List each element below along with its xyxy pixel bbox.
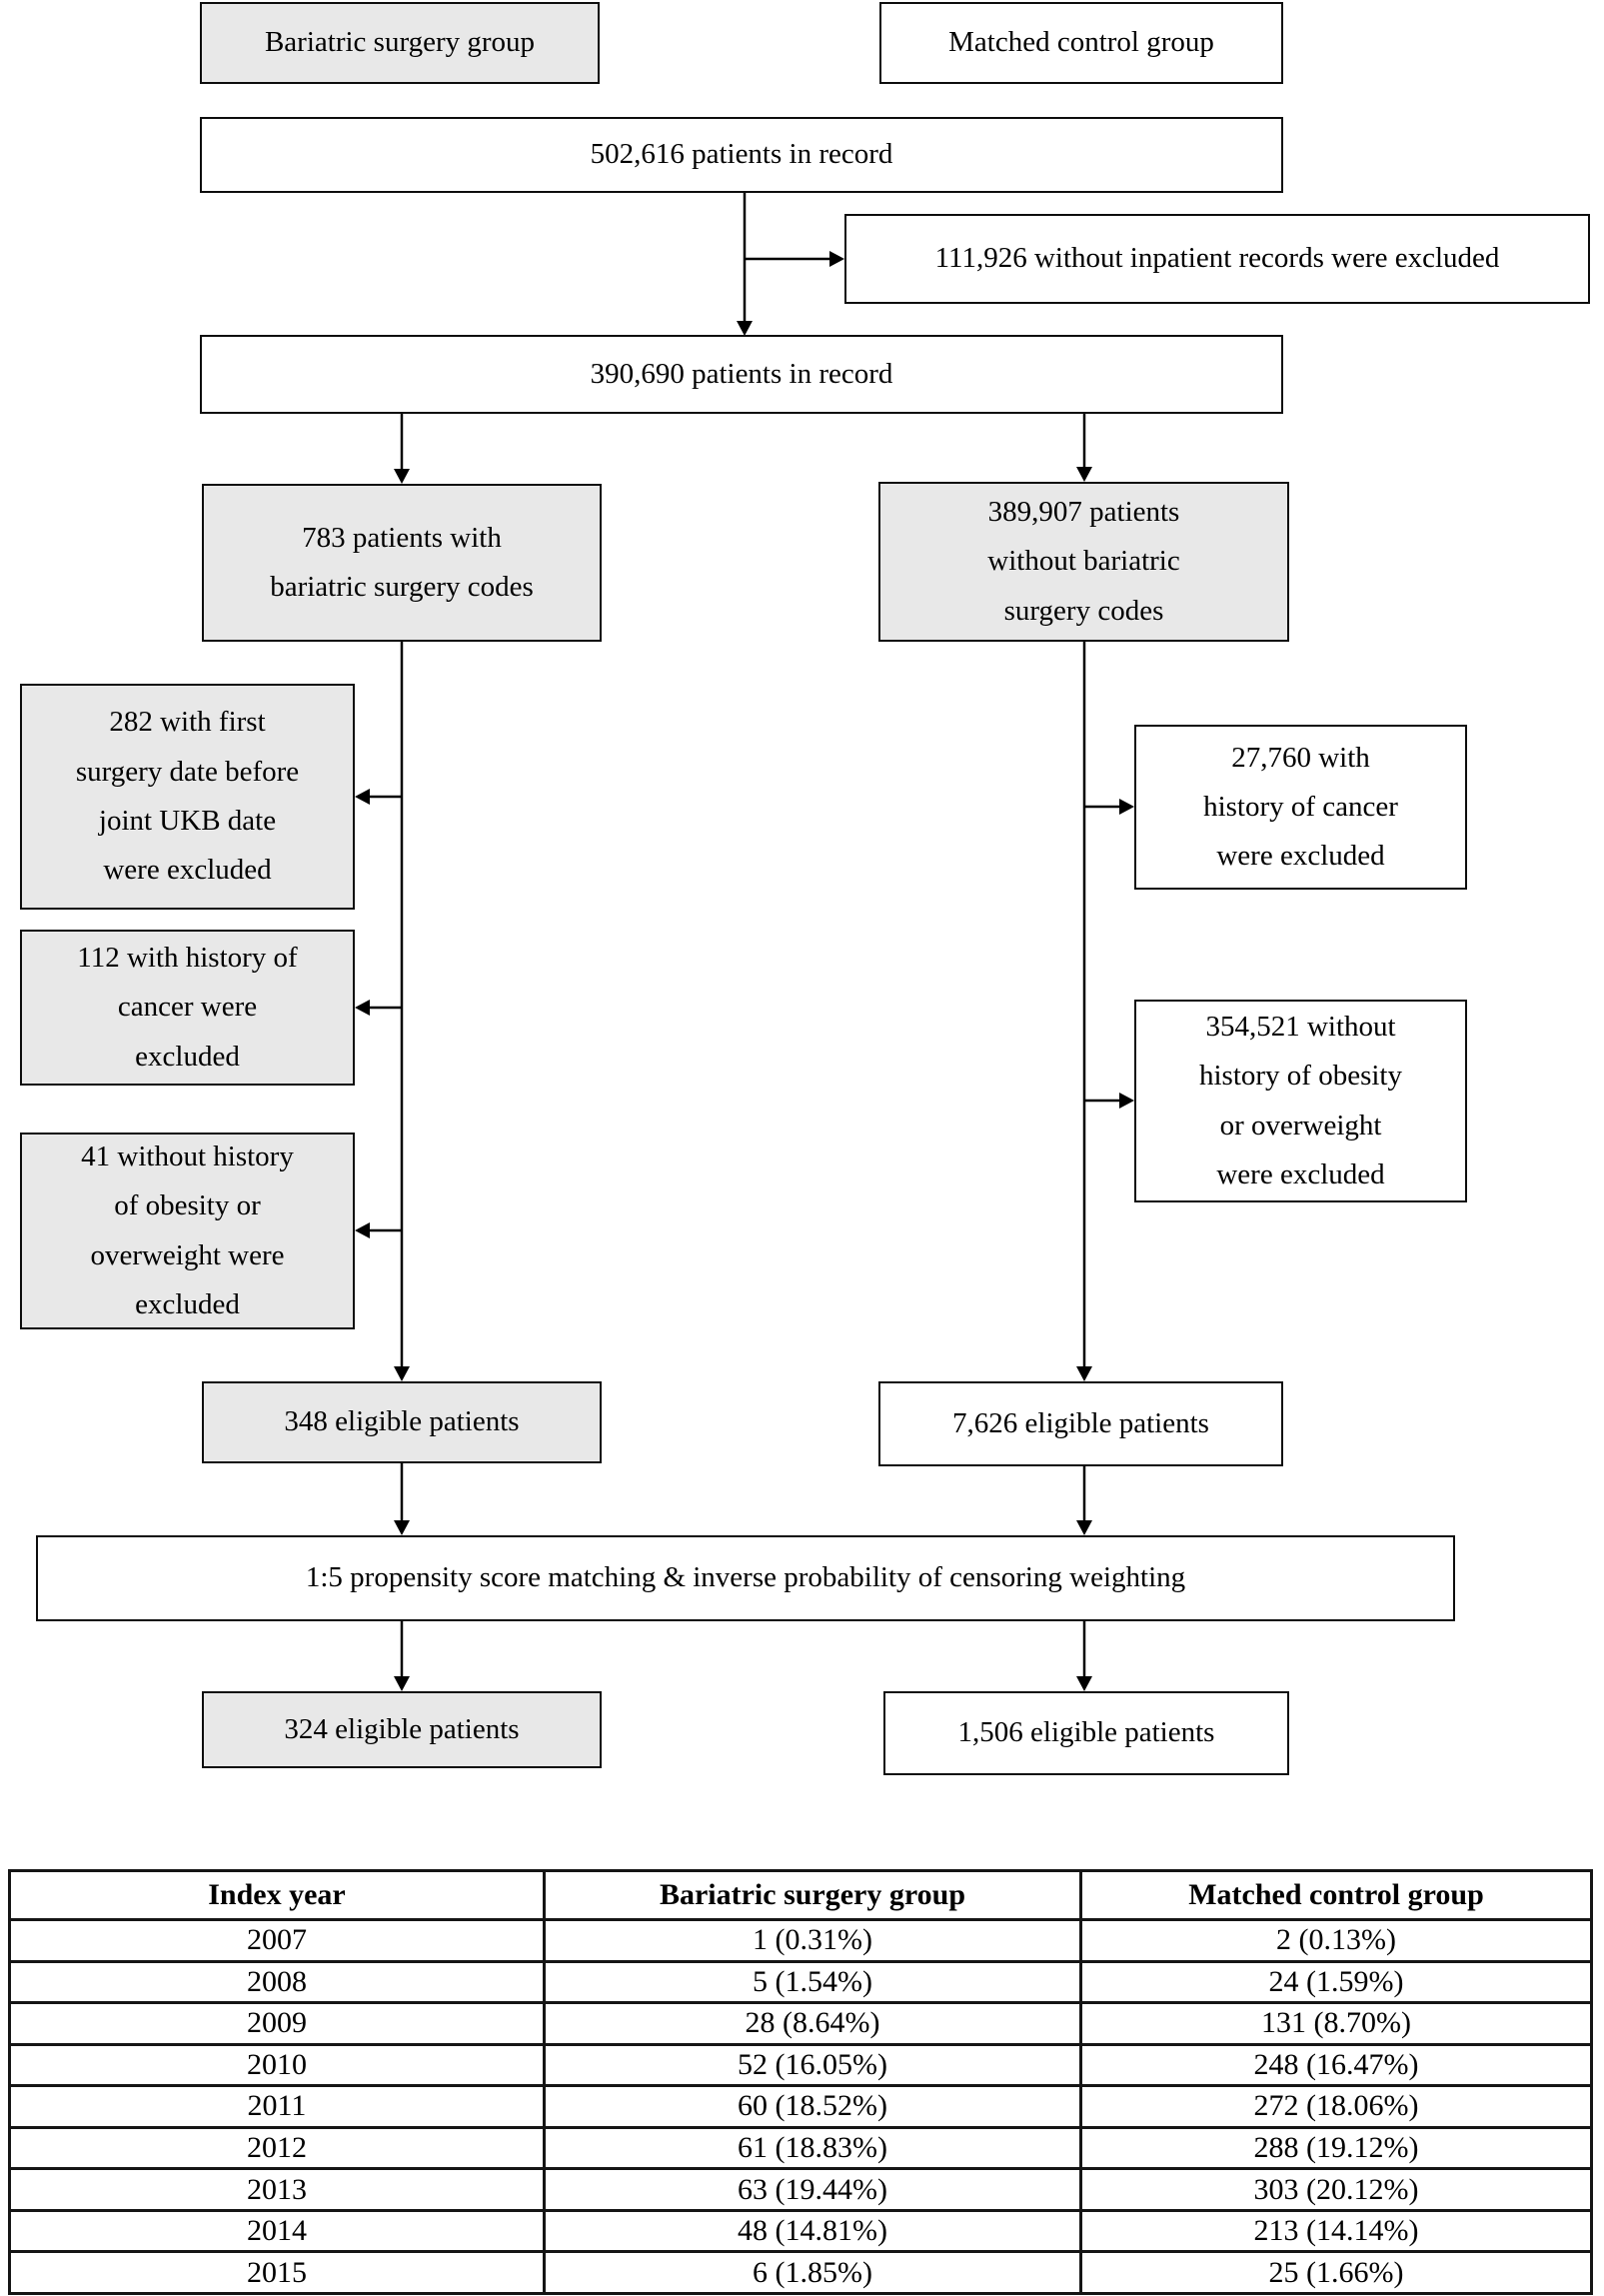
arrow-left-trunk	[394, 642, 410, 1381]
cell-bariatric-value: 28 (8.64%)	[543, 2001, 1082, 2046]
column-header-index-year: Index year	[8, 1869, 546, 1921]
arrow-to-excl-cancer-right	[1084, 799, 1134, 815]
node-eligible-348: 348 eligible patients	[202, 1381, 602, 1463]
arrow-record2-to-surgery-codes	[394, 413, 410, 484]
node-final-eligible-324: 324 eligible patients	[202, 1691, 602, 1768]
table-row: 2013 63 (19.44%) 303 (20.12%)	[8, 2167, 1593, 2212]
column-header-matched-group: Matched control group	[1079, 1869, 1593, 1921]
cell-bariatric-value: 48 (14.81%)	[543, 2208, 1082, 2254]
index-year-table: Index year Bariatric surgery group Match…	[8, 1869, 1593, 2295]
node-patients-in-record-502616: 502,616 patients in record	[200, 117, 1283, 193]
node-excluded-surgery-date-before-ukb: 282 with first surgery date before joint…	[20, 684, 355, 910]
cell-bariatric-value: 52 (16.05%)	[543, 2042, 1082, 2088]
node-with-bariatric-surgery-codes: 783 patients with bariatric surgery code…	[202, 484, 602, 642]
cell-year: 2007	[8, 1918, 546, 1963]
cell-bariatric-value: 61 (18.83%)	[543, 2125, 1082, 2171]
arrow-matching-to-final-right	[1076, 1621, 1092, 1691]
node-without-bariatric-surgery-codes: 389,907 patients without bariatric surge…	[878, 482, 1289, 642]
arrow-to-excl-inpatient	[745, 251, 844, 267]
table-row: 2012 61 (18.83%) 288 (19.12%)	[8, 2125, 1593, 2171]
cell-year: 2011	[8, 2084, 546, 2129]
cell-year: 2014	[8, 2208, 546, 2254]
cell-matched-value: 25 (1.66%)	[1079, 2250, 1593, 2295]
cell-bariatric-value: 5 (1.54%)	[543, 1959, 1082, 2005]
node-excluded-cancer-history-left: 112 with history of cancer were excluded	[20, 930, 355, 1086]
node-propensity-score-matching: 1:5 propensity score matching & inverse …	[36, 1535, 1455, 1621]
table-row: 2010 52 (16.05%) 248 (16.47%)	[8, 2042, 1593, 2088]
cell-year: 2012	[8, 2125, 546, 2171]
table-row: 2015 6 (1.85%) 25 (1.66%)	[8, 2250, 1593, 2295]
table-row: 2014 48 (14.81%) 213 (14.14%)	[8, 2208, 1593, 2254]
cell-year: 2013	[8, 2167, 546, 2212]
cell-matched-value: 131 (8.70%)	[1079, 2001, 1593, 2046]
cell-year: 2009	[8, 2001, 546, 2046]
cell-year: 2010	[8, 2042, 546, 2088]
node-matched-control-group-label: Matched control group	[879, 2, 1283, 84]
cell-bariatric-value: 60 (18.52%)	[543, 2084, 1082, 2129]
cell-bariatric-value: 6 (1.85%)	[543, 2250, 1082, 2295]
node-excluded-no-obesity-right: 354,521 without history of obesity or ov…	[1134, 1000, 1467, 1202]
cell-matched-value: 248 (16.47%)	[1079, 2042, 1593, 2088]
node-bariatric-group-label: Bariatric surgery group	[200, 2, 600, 84]
table-row: 2009 28 (8.64%) 131 (8.70%)	[8, 2001, 1593, 2046]
arrow-record1-to-record2	[737, 193, 753, 336]
node-excluded-no-inpatient-records: 111,926 without inpatient records were e…	[844, 214, 1590, 304]
arrow-record2-to-no-surgery-codes	[1076, 413, 1092, 482]
cell-matched-value: 288 (19.12%)	[1079, 2125, 1593, 2171]
table-row: 2007 1 (0.31%) 2 (0.13%)	[8, 1918, 1593, 1963]
arrow-matching-to-final-left	[394, 1621, 410, 1691]
table-row: 2011 60 (18.52%) 272 (18.06%)	[8, 2084, 1593, 2129]
arrow-to-excl-cancer-left	[355, 1000, 402, 1016]
cell-matched-value: 272 (18.06%)	[1079, 2084, 1593, 2129]
column-header-bariatric-group: Bariatric surgery group	[543, 1869, 1082, 1921]
node-final-eligible-1506: 1,506 eligible patients	[883, 1691, 1289, 1775]
arrow-eligible-right-to-matching	[1076, 1466, 1092, 1535]
node-excluded-cancer-history-right: 27,760 with history of cancer were exclu…	[1134, 725, 1467, 890]
table-header-row: Index year Bariatric surgery group Match…	[8, 1869, 1593, 1921]
node-patients-in-record-390690: 390,690 patients in record	[200, 335, 1283, 414]
arrow-to-excl-surgery-date	[355, 789, 402, 805]
arrow-to-excl-obesity-left	[355, 1222, 402, 1238]
cell-matched-value: 213 (14.14%)	[1079, 2208, 1593, 2254]
cell-matched-value: 303 (20.12%)	[1079, 2167, 1593, 2212]
arrow-to-excl-obesity-right	[1084, 1093, 1134, 1109]
node-eligible-7626: 7,626 eligible patients	[878, 1381, 1283, 1466]
cell-bariatric-value: 63 (19.44%)	[543, 2167, 1082, 2212]
cell-year: 2015	[8, 2250, 546, 2295]
node-excluded-no-obesity-left: 41 without history of obesity or overwei…	[20, 1133, 355, 1329]
cell-matched-value: 24 (1.59%)	[1079, 1959, 1593, 2005]
arrow-eligible-left-to-matching	[394, 1463, 410, 1535]
arrow-right-trunk	[1076, 642, 1092, 1381]
cell-matched-value: 2 (0.13%)	[1079, 1918, 1593, 1963]
cell-year: 2008	[8, 1959, 546, 2005]
table-row: 2008 5 (1.54%) 24 (1.59%)	[8, 1959, 1593, 2005]
cell-bariatric-value: 1 (0.31%)	[543, 1918, 1082, 1963]
